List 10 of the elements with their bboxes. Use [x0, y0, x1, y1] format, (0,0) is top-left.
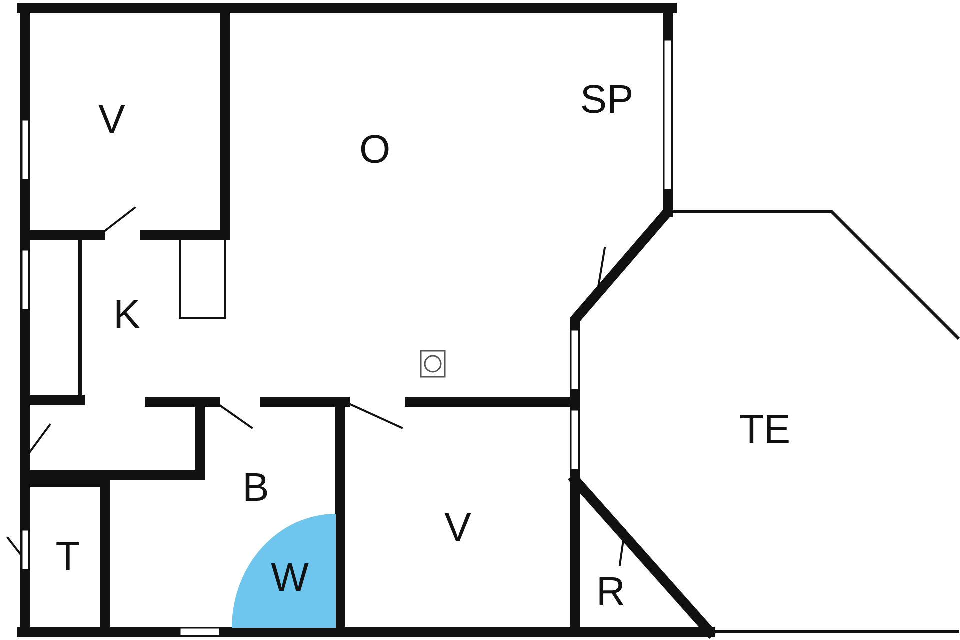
room-label: TE	[739, 410, 791, 450]
room-label: O	[359, 130, 391, 170]
room-label: SP	[580, 80, 634, 120]
room-label: V	[98, 100, 126, 140]
room-label: T	[56, 537, 80, 577]
room-label: R	[596, 572, 626, 612]
room-label: W	[271, 558, 309, 598]
room-label: V	[444, 508, 472, 548]
room-label: K	[114, 295, 140, 335]
room-label: B	[242, 468, 270, 508]
